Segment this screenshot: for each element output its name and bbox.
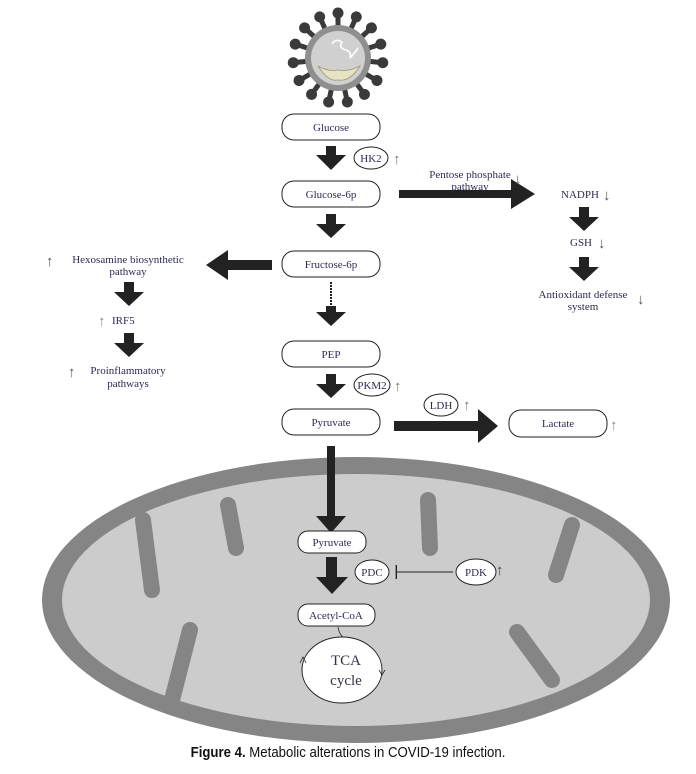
pep-label: PEP [322, 349, 341, 361]
nadph-label: NADPH [561, 189, 599, 201]
pentose-down-arrow-icon: ↓ [514, 172, 522, 188]
hexosamine-up-arrow-icon: ↑ [46, 254, 54, 270]
figure-caption-text: Metabolic alterations in COVID-19 infect… [245, 744, 506, 761]
irf5-up-arrow-icon: ↑ [98, 314, 106, 330]
arrow-hexosamine-to-irf5 [114, 282, 144, 306]
mito-pyruvate-label: Pyruvate [312, 537, 351, 549]
pkm2-enzyme: PKM2 [353, 373, 391, 397]
ldh-up-arrow-icon: ↑ [463, 398, 471, 414]
hk2-up-arrow-icon: ↑ [393, 152, 401, 168]
antioxidant-label-line2: system [568, 301, 599, 313]
acetyl-coa-label: Acetyl-CoA [309, 610, 363, 622]
hk2-label: HK2 [360, 153, 381, 165]
antioxidant-label-line1: Antioxidant defense [539, 289, 628, 301]
acetyl-coa-node: Acetyl-CoA [297, 603, 376, 627]
fructose-6p-node: Fructose-6p [281, 250, 381, 278]
arrow-pyruvate-to-acetyl-coa [316, 557, 348, 594]
hk2-enzyme: HK2 [353, 146, 389, 170]
lactate-node: Lactate [508, 409, 608, 438]
hexosamine-label-line2: pathway [109, 266, 147, 278]
arrow-pep-to-pyruvate [316, 374, 346, 398]
proinflammatory-up-arrow-icon: ↑ [68, 365, 76, 381]
arrow-irf5-to-proinflammatory [114, 333, 144, 357]
cycle-arrow-right-icon [378, 669, 386, 676]
arrow-g6p-to-f6p [316, 214, 346, 238]
pep-node: PEP [281, 340, 381, 368]
pyruvate-label: Pyruvate [311, 417, 350, 429]
pentose-label-line2: pathway [451, 181, 489, 193]
lactate-label: Lactate [542, 418, 574, 430]
coronavirus-icon [287, 7, 389, 109]
proinflammatory-label-line2: pathways [107, 378, 149, 390]
arrow-nadph-to-gsh [569, 207, 599, 231]
hexosamine-label-line1: Hexosamine biosynthetic [72, 254, 184, 266]
tca-label-line2: cycle [330, 673, 362, 689]
arrow-pyruvate-to-lactate [394, 409, 498, 443]
pkm2-label: PKM2 [357, 380, 386, 392]
glucose-6p-node: Glucose-6p [281, 180, 381, 208]
pdc-enzyme: PDC [354, 559, 390, 585]
pentose-label-line1: Pentose phosphate [429, 169, 511, 181]
pdc-label: PDC [361, 567, 382, 579]
pdk-label: PDK [465, 567, 487, 579]
nadph-down-arrow-icon: ↓ [603, 188, 611, 204]
figure-caption: Figure 4. Metabolic alterations in COVID… [42, 744, 654, 761]
glucose-node: Glucose [281, 113, 381, 141]
gsh-down-arrow-icon: ↓ [598, 236, 606, 252]
arrow-pyruvate-to-mitochondria [316, 446, 346, 533]
ldh-label: LDH [430, 400, 453, 412]
proinflammatory-label-line1: Proinflammatory [90, 365, 166, 377]
arrow-glucose-to-g6p [316, 146, 346, 170]
tca-cycle: TCA cycle [299, 636, 386, 704]
glucose-label: Glucose [313, 122, 349, 134]
tca-label-line1: TCA [331, 653, 361, 669]
antioxidant-down-arrow-icon: ↓ [637, 292, 645, 308]
pyruvate-node: Pyruvate [281, 408, 381, 436]
cristae [135, 492, 580, 708]
arrow-pentose-phosphate [399, 179, 535, 209]
mito-pyruvate-node: Pyruvate [297, 530, 367, 554]
glucose-6p-label: Glucose-6p [306, 189, 357, 201]
arrow-hexosamine [206, 250, 272, 280]
figure-label: Figure 4. [190, 744, 246, 761]
lactate-up-arrow-icon: ↑ [610, 418, 618, 434]
cycle-arrow-left-icon [299, 656, 307, 664]
arrow-gsh-to-antioxidant [569, 257, 599, 281]
ldh-enzyme: LDH [423, 393, 459, 417]
pkm2-up-arrow-icon: ↑ [394, 379, 402, 395]
arrow-to-pep [316, 306, 346, 326]
gsh-label: GSH [570, 237, 592, 249]
fructose-6p-label: Fructose-6p [305, 259, 358, 271]
pdk-up-arrow-icon: ↑ [496, 563, 504, 579]
pdk-enzyme: PDK [455, 558, 497, 586]
mitochondrion [42, 457, 670, 743]
irf5-label: IRF5 [112, 315, 135, 327]
